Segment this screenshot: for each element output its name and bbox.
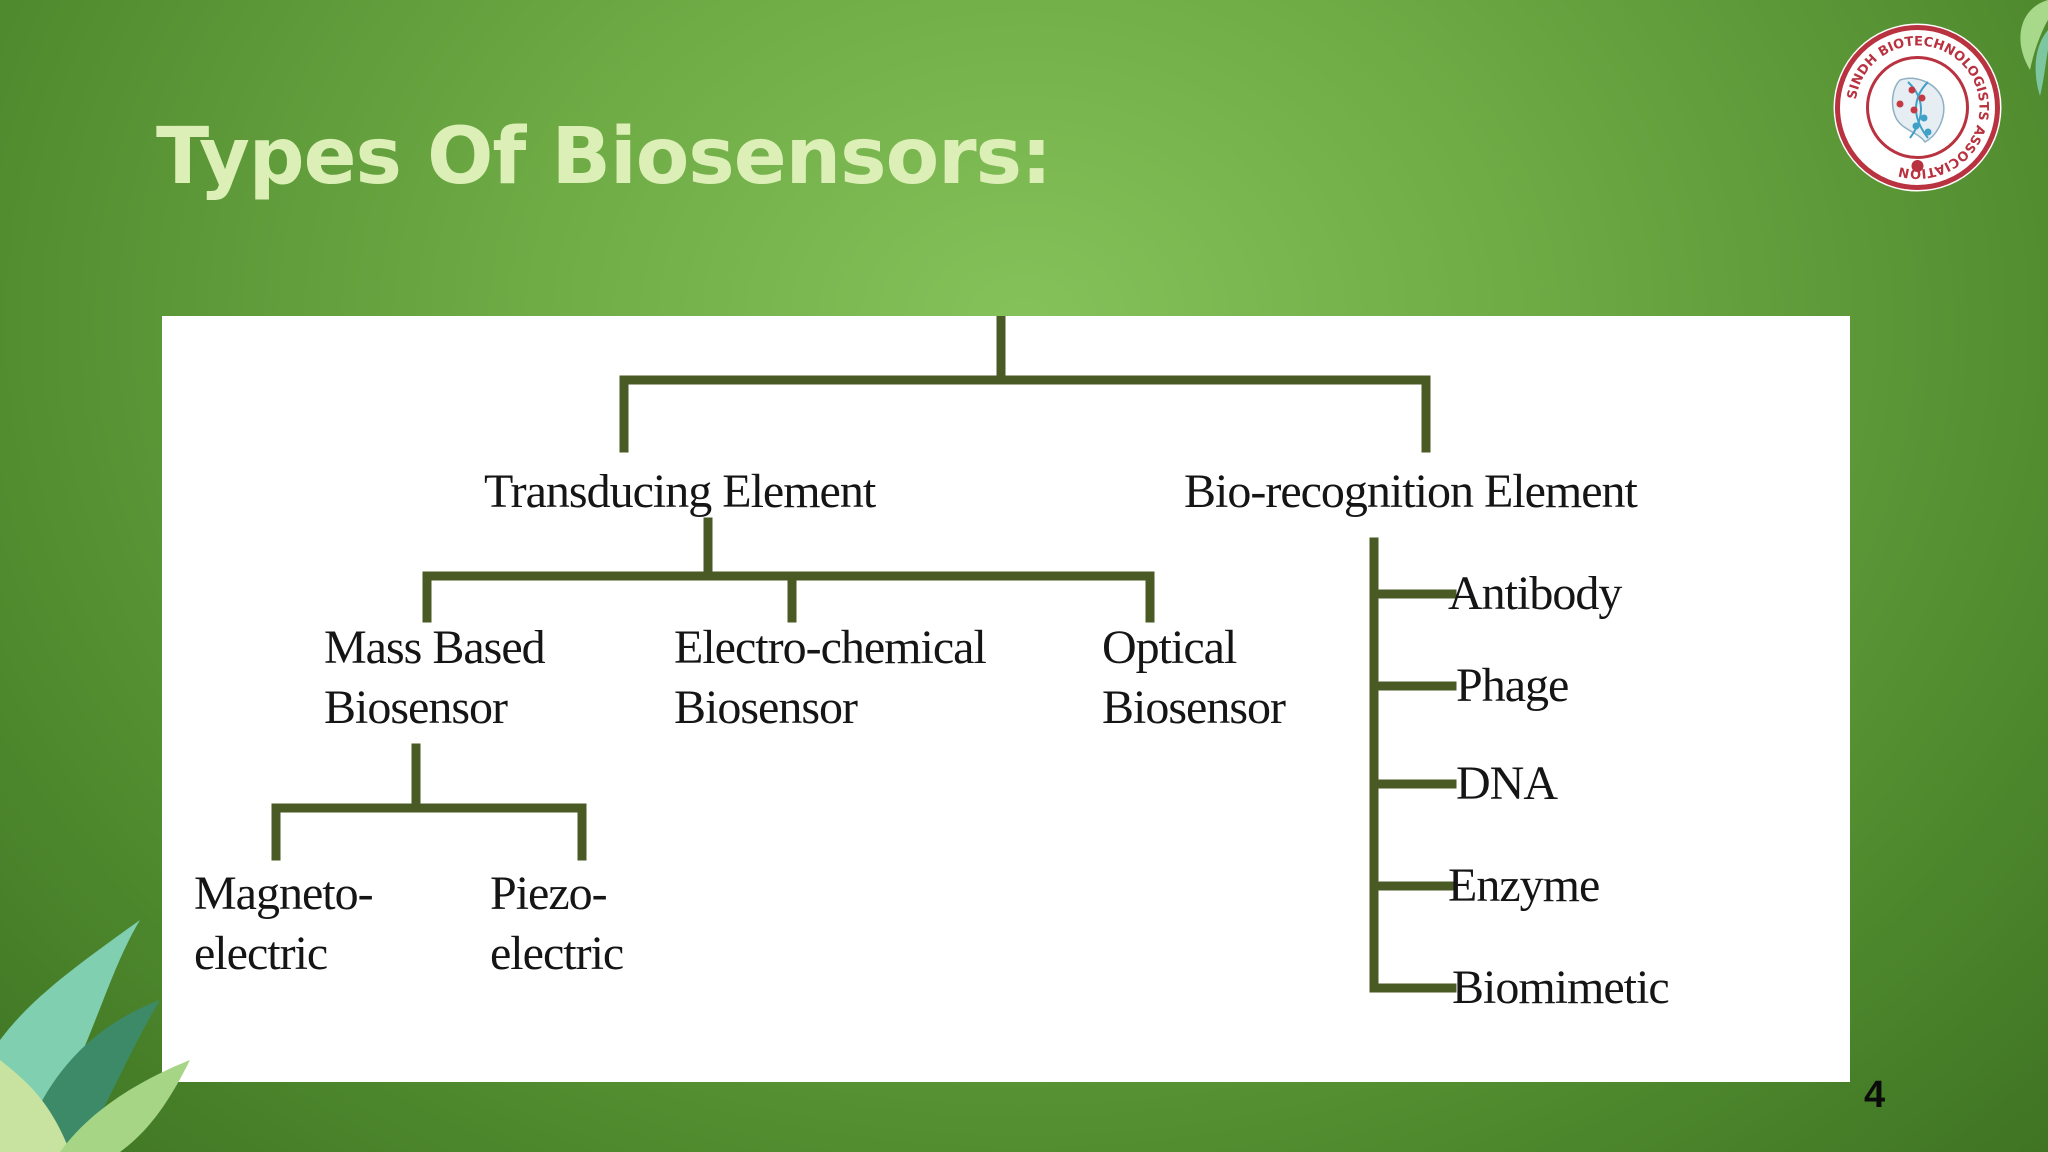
node-biomimetic: Biomimetic <box>1452 961 1670 1014</box>
node-electrochemical-biosensor: Electro-chemical Biosensor <box>674 618 987 738</box>
node-optical-line1: Optical <box>1102 621 1237 674</box>
node-electro-line2: Biosensor <box>674 681 858 734</box>
node-enzyme: Enzyme <box>1448 859 1600 912</box>
node-optical-biosensor: Optical Biosensor <box>1102 618 1286 738</box>
association-logo-icon: SINDH BIOTECHNOLOGISTS ASSOCIATION <box>1833 23 2002 192</box>
node-dna: DNA <box>1456 757 1558 810</box>
tree-connectors <box>271 316 1457 993</box>
node-transducing-element: Transducing Element <box>484 465 876 518</box>
node-mass-based-biosensor: Mass Based Biosensor <box>324 618 546 738</box>
node-biorecognition-element: Bio-recognition Element <box>1184 465 1638 518</box>
leaf-decoration-icon <box>0 920 190 1152</box>
node-magneto-line2: electric <box>194 927 328 980</box>
node-electro-line1: Electro-chemical <box>674 621 987 674</box>
node-antibody: Antibody <box>1448 567 1622 620</box>
node-mass-line2: Biosensor <box>324 681 508 734</box>
slide-title: Types Of Biosensors: <box>156 112 1052 202</box>
node-mass-line1: Mass Based <box>324 621 546 674</box>
node-magneto-line1: Magneto- <box>194 867 374 920</box>
node-magnetoelectric: Magneto- electric <box>194 864 374 984</box>
page-number: 4 <box>1864 1074 1886 1116</box>
node-optical-line2: Biosensor <box>1102 681 1286 734</box>
biosensor-classification-diagram: Transducing Element Bio-recognition Elem… <box>162 316 1850 1082</box>
node-piezo-line1: Piezo- <box>490 867 608 920</box>
node-piezo-line2: electric <box>490 927 624 980</box>
node-piezoelectric: Piezo- electric <box>490 864 624 984</box>
leaf-decoration-icon <box>2020 0 2048 96</box>
node-phage: Phage <box>1456 659 1569 712</box>
